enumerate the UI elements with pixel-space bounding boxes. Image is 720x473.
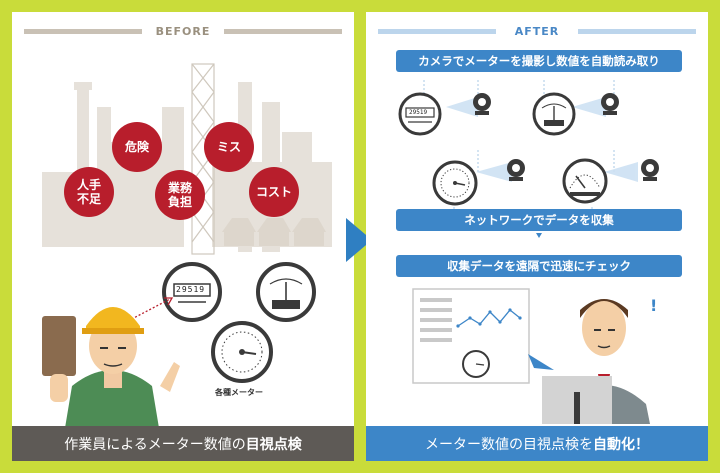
step-camera-reading: カメラでメーターを撮影し数値を自動読み取り (396, 50, 682, 72)
after-header: AFTER (366, 24, 708, 38)
odometer-meter (162, 262, 222, 322)
before-title: BEFORE (155, 24, 211, 38)
after-footer-text: メーター数値の目視点検を (425, 436, 593, 453)
before-panel: BEFORE 人手 不足 危険 業務 (12, 12, 354, 461)
header-rule (24, 29, 142, 34)
bubble-cost: コスト (249, 167, 299, 217)
after-footer: メーター数値の目視点検を自動化！ (366, 426, 708, 461)
pressure-gauge-meter (432, 160, 478, 206)
pressure-gauge-meter (211, 321, 273, 383)
header-rule (224, 29, 342, 34)
bubble-workload: 業務 負担 (155, 170, 205, 220)
factory-illustration (42, 63, 332, 255)
header-rule (578, 29, 696, 34)
before-footer-text: 作業員によるメーター数値の (64, 436, 246, 453)
level-gauge-meter (532, 92, 576, 136)
flow-connectors (423, 80, 638, 238)
bubble-mistake: ミス (204, 122, 254, 172)
step-remote-check: 収集データを遠隔で迅速にチェック (396, 255, 682, 277)
bubble-danger: 危険 (112, 122, 162, 172)
speech-pointer (528, 354, 554, 370)
after-panel: AFTER カメラでメーターを撮影し数値を自動読み取り ネットワークでデータを収… (366, 12, 708, 461)
after-title: AFTER (514, 24, 560, 38)
odometer-readout: 29519 (409, 109, 428, 116)
semicircle-gauge-meter (562, 158, 608, 204)
office-worker-illustration (542, 299, 650, 424)
worker-illustration (42, 307, 180, 434)
camera-icon (473, 93, 491, 115)
before-header: BEFORE (12, 24, 354, 38)
level-gauge-meter (256, 262, 316, 322)
before-footer: 作業員によるメーター数値の目視点検 (12, 426, 354, 461)
camera-icon (601, 93, 619, 115)
meters-caption: 各種メーター (215, 388, 263, 397)
before-footer-emphasis: 目視点検 (245, 436, 302, 453)
after-footer-emphasis: 自動化！ (593, 436, 649, 453)
odometer-readout: 29519 (176, 285, 206, 294)
pointer-line (127, 297, 174, 322)
camera-icon (507, 159, 525, 181)
camera-icon (641, 159, 659, 181)
header-rule (378, 29, 496, 34)
step-network-collection: ネットワークでデータを収集 (396, 209, 682, 231)
odometer-meter (398, 92, 442, 136)
monitoring-dashboard (412, 288, 530, 384)
exclamation-mark: ! (650, 296, 658, 315)
bubble-labor-shortage: 人手 不足 (64, 167, 114, 217)
